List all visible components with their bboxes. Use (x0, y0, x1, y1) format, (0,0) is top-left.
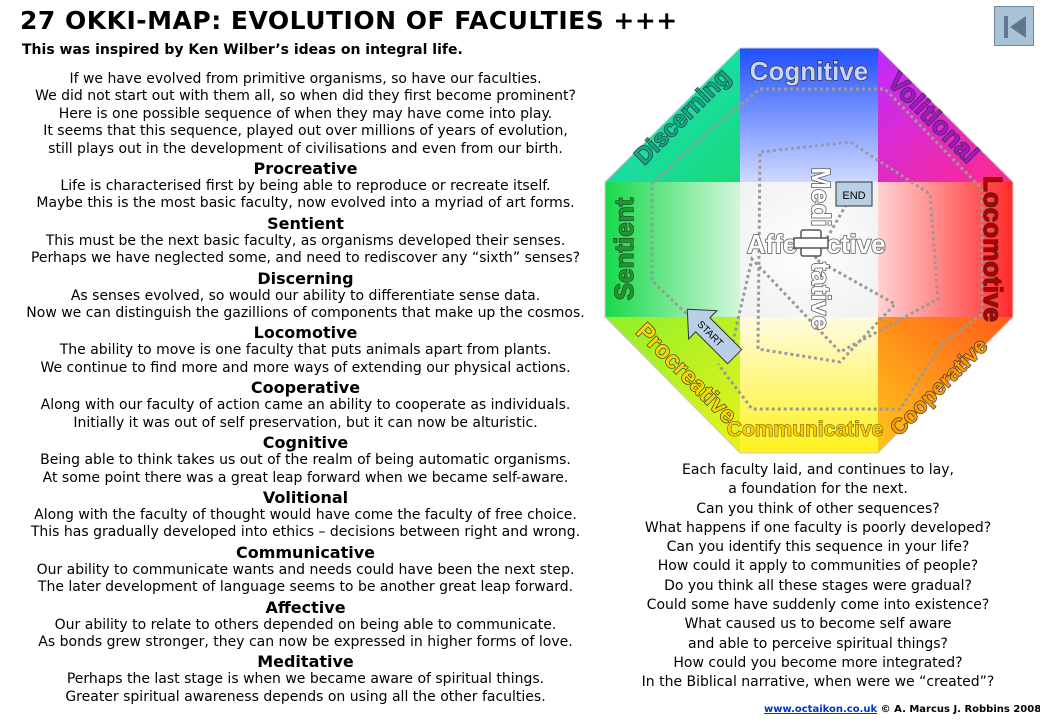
section-line: As senses evolved, so would our ability … (70, 287, 541, 304)
section-heading: Locomotive (253, 323, 358, 343)
section-heading: Communicative (235, 542, 376, 562)
section-line: Along with the faculty of thought would … (34, 506, 577, 523)
question-line: How could you become more integrated? (673, 654, 963, 671)
page-subtitle: This was inspired by Ken Wilber’s ideas … (22, 42, 463, 58)
arrow-up-left-icon (686, 308, 743, 365)
website-link[interactable]: www.octaikon.co.uk (764, 704, 878, 715)
section-locomotive: Locomotive The ability to move is one fa… (8, 323, 603, 377)
question-line: Do you think all these stages were gradu… (664, 577, 972, 594)
label-affective-right: ctive (826, 229, 885, 259)
question-line: Can you think of other sequences? (696, 500, 940, 517)
section-line: The later development of language seems … (37, 579, 574, 596)
section-heading: Meditative (257, 652, 354, 672)
faculty-descriptions: If we have evolved from primitive organi… (8, 71, 603, 706)
segment-locomotive (878, 182, 1013, 317)
page-title: 27 OKKI-MAP: EVOLUTION OF FACULTIES +++ (20, 6, 678, 35)
question-line: Could some have suddenly come into exist… (646, 597, 990, 614)
section-meditative: Meditative Perhaps the last stage is whe… (8, 652, 603, 706)
question-line: What happens if one faculty is poorly de… (644, 519, 992, 536)
intro-line: Here is one possible sequence of when th… (58, 105, 553, 122)
label-cognitive: Cognitive (750, 56, 868, 86)
section-line: Now we can distinguish the gazillions of… (26, 305, 585, 322)
intro-line: still plays out in the development of ci… (48, 140, 563, 157)
plus-icon (793, 229, 829, 257)
section-line: Being able to think takes us out of the … (40, 452, 571, 469)
question-line: a foundation for the next. (728, 481, 908, 498)
octagon-outline (604, 47, 1014, 454)
faculty-octagon-diagram: Cognitive Volitional Locomotive Cooperat… (604, 47, 1014, 454)
question-line: Each faculty laid, and continues to lay, (682, 462, 954, 478)
intro-paragraph: If we have evolved from primitive organi… (8, 71, 603, 158)
section-line: At some point there was a great leap for… (42, 469, 569, 486)
path-outer (650, 87, 984, 411)
reflection-questions: Each faculty laid, and continues to lay,… (618, 461, 1018, 693)
segment-sentient (605, 182, 740, 317)
question-line: and able to perceive spiritual things? (688, 635, 948, 652)
question-line: Can you identify this sequence in your l… (666, 539, 970, 556)
label-communicative: Communicative (727, 418, 883, 441)
segment-cognitive (740, 48, 878, 182)
section-heading: Volitional (262, 487, 349, 507)
section-heading: Affective (265, 597, 346, 617)
section-sentient: Sentient This must be the next basic fac… (8, 214, 603, 268)
section-line: Initially it was out of self preservatio… (73, 414, 538, 431)
path-inner (728, 140, 940, 364)
section-line: This has gradually developed into ethics… (30, 524, 581, 541)
segment-communicative (740, 317, 878, 453)
section-heading: Cooperative (250, 378, 361, 398)
end-label: END (842, 190, 865, 202)
section-heading: Discerning (257, 268, 354, 288)
label-locomotive: Locomotive (978, 176, 1008, 322)
label-meditative-top: Medi (806, 167, 836, 226)
section-line: As bonds grew stronger, they can now be … (38, 633, 573, 650)
section-procreative: Procreative Life is characterised first … (8, 159, 603, 213)
back-button[interactable] (994, 6, 1034, 46)
section-line: Our ability to relate to others depended… (54, 616, 557, 633)
section-line: Maybe this is the most basic faculty, no… (36, 195, 575, 212)
section-discerning: Discerning As senses evolved, so would o… (8, 269, 603, 323)
label-sentient: Sentient (609, 197, 639, 300)
section-line: Perhaps the last stage is when we became… (66, 671, 545, 688)
intro-line: If we have evolved from primitive organi… (69, 71, 542, 87)
section-line: Along with our faculty of action came an… (40, 397, 571, 414)
evolution-path (650, 87, 984, 411)
section-line: Greater spiritual awareness depends on u… (65, 688, 546, 705)
section-heading: Procreative (253, 159, 358, 179)
section-heading: Sentient (267, 213, 344, 233)
footer: www.octaikon.co.uk © A. Marcus J. Robbin… (764, 704, 1040, 715)
label-meditative-bottom: tative (806, 262, 836, 330)
section-heading: Cognitive (262, 433, 349, 453)
copyright-text: © A. Marcus J. Robbins 2008 (880, 704, 1040, 715)
section-cognitive: Cognitive Being able to think takes us o… (8, 433, 603, 487)
section-line: We continue to find more and more ways o… (40, 359, 571, 376)
section-line: Perhaps we have neglected some, and need… (30, 250, 581, 267)
section-line: Life is characterised first by being abl… (60, 178, 551, 195)
label-affective-left: Affe (747, 229, 798, 259)
intro-line: It seems that this sequence, played out … (43, 123, 568, 140)
section-communicative: Communicative Our ability to communicate… (8, 543, 603, 597)
section-line: The ability to move is one faculty that … (59, 342, 552, 359)
question-line: How could it apply to communities of peo… (657, 558, 979, 575)
question-line: What caused us to become self aware (684, 616, 952, 633)
section-line: Our ability to communicate wants and nee… (36, 561, 575, 578)
question-line: In the Biblical narrative, when were we … (641, 674, 995, 691)
section-line: This must be the next basic faculty, as … (45, 232, 566, 249)
end-marker: END (835, 181, 873, 207)
section-volitional: Volitional Along with the faculty of tho… (8, 488, 603, 542)
section-affective: Affective Our ability to relate to other… (8, 598, 603, 652)
skip-back-icon (1004, 16, 1026, 38)
intro-line: We did not start out with them all, so w… (35, 88, 576, 105)
section-cooperative: Cooperative Along with our faculty of ac… (8, 378, 603, 432)
